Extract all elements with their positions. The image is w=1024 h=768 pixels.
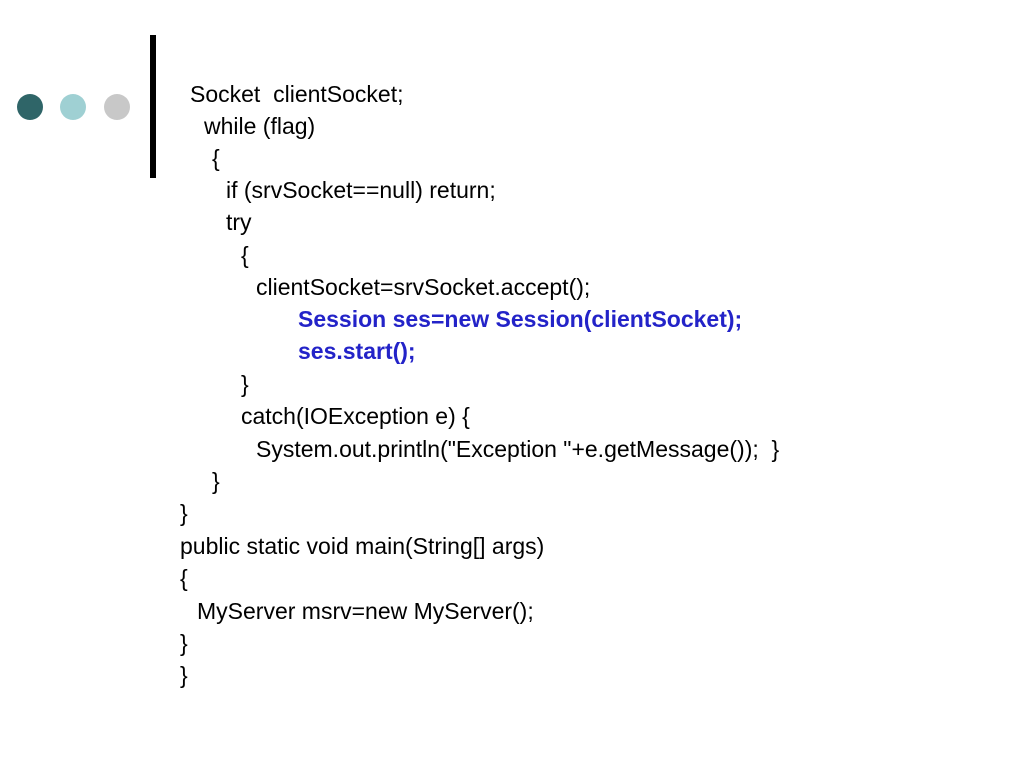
code-line: } xyxy=(241,371,249,397)
code-line: if (srvSocket==null) return; xyxy=(226,177,496,203)
code-line: while (flag) xyxy=(204,113,316,139)
code-line: { xyxy=(241,242,249,268)
code-line-highlighted: Session ses=new Session(clientSocket); xyxy=(298,306,743,332)
code-line: } xyxy=(180,630,188,656)
code-line: Socket clientSocket; xyxy=(190,81,404,107)
decorative-dot-dark xyxy=(17,94,43,120)
code-line: } xyxy=(180,662,188,688)
code-line: MyServer msrv=new MyServer(); xyxy=(197,598,534,624)
decorative-dot-light xyxy=(60,94,86,120)
code-line: } xyxy=(180,500,188,526)
code-line: { xyxy=(212,145,220,171)
decorative-dot-gray xyxy=(104,94,130,120)
code-line: { xyxy=(180,565,188,591)
code-line: catch(IOException e) { xyxy=(241,403,470,429)
code-line: System.out.println("Exception "+e.getMes… xyxy=(256,436,780,462)
decorative-vertical-bar xyxy=(150,35,156,178)
code-line: } xyxy=(212,468,220,494)
code-line: try xyxy=(226,209,252,235)
code-line-highlighted: ses.start(); xyxy=(298,338,416,364)
code-line: public static void main(String[] args) xyxy=(180,533,545,559)
code-line: clientSocket=srvSocket.accept(); xyxy=(256,274,591,300)
